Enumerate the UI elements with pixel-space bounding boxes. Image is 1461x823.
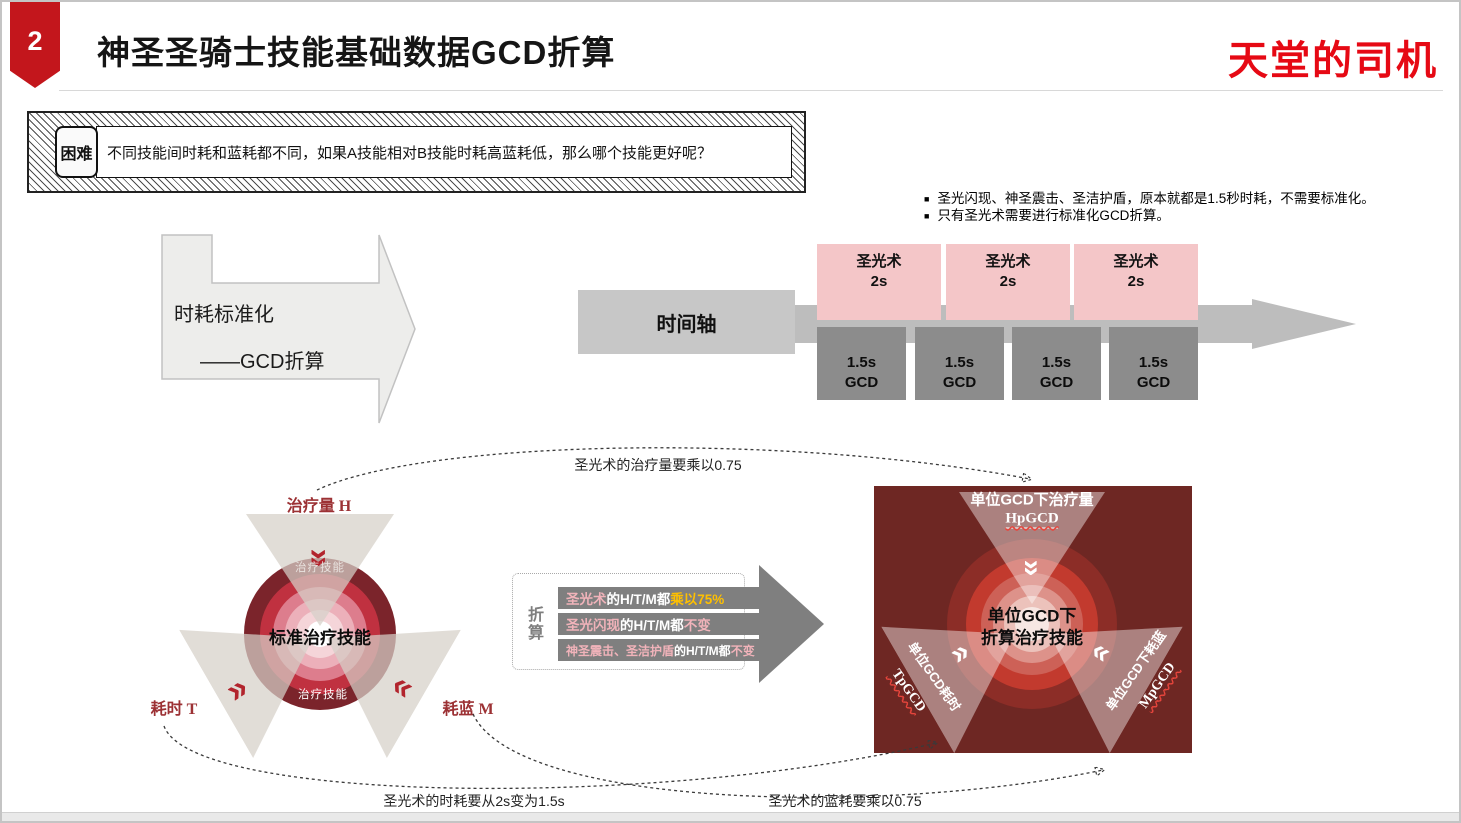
annotation-mana: 圣光术的蓝耗要乘以0.75: [768, 793, 922, 809]
hpgcd-title: 单位GCD下治疗量: [970, 491, 1094, 509]
note-item: ■ 只有圣光术需要进行标准化GCD折算。: [924, 208, 1454, 224]
sector-label-top: 治疗技能: [295, 562, 345, 574]
spell-block: 圣光术 2s: [946, 244, 1070, 320]
gcd-block: 1.5s GCD: [915, 327, 1004, 400]
gcd-duration: 1.5s: [1138, 354, 1169, 371]
conversion-rule: 神圣震击、圣洁护盾的H/T/M都不变: [558, 639, 772, 661]
gcd-duration: 1.5s: [846, 354, 877, 371]
timeline-arrowhead-icon: [1252, 299, 1356, 349]
annotation-cast-time: 圣光术的时耗要从2s变为1.5s: [383, 793, 565, 809]
hpgcd-abbr: HpGCD: [1005, 510, 1059, 529]
rule-middle: 的H/T/M都: [620, 618, 684, 633]
left-diagram-center-label: 标准治疗技能: [269, 628, 371, 648]
gcd-block: 1.5s GCD: [1012, 327, 1101, 400]
bullet-icon: ■: [924, 194, 930, 204]
sector-label-bottom: 治疗技能: [298, 689, 348, 701]
spell-duration: 2s: [999, 273, 1017, 290]
difficulty-question: 不同技能间时耗和蓝耗都不同，如果A技能相对B技能时耗高蓝耗低，那么哪个技能更好呢…: [96, 126, 792, 178]
slide-bottom-edge: [2, 812, 1459, 821]
brand-logo: 天堂的司机: [1228, 39, 1438, 83]
right-diagram-ring: [1015, 607, 1049, 641]
conversion-rule: 圣光术的H/T/M都乘以75%: [558, 587, 772, 609]
chevron-down-icon: »: [1016, 559, 1049, 577]
spell-block: 圣光术 2s: [1074, 244, 1198, 320]
right-diagram-center-line1: 单位GCD下: [987, 606, 1077, 626]
cast-time-label: 耗时 T: [150, 701, 198, 718]
rule-middle: 的H/T/M都: [674, 643, 731, 658]
healing-amount-label: 治疗量 H: [286, 498, 352, 515]
spell-name: 圣光术: [856, 253, 902, 270]
timeline-axis-box: 时间轴: [578, 290, 795, 354]
annotation-healing: 圣光术的治疗量要乘以0.75: [574, 457, 742, 473]
difficulty-label: 困难: [55, 126, 98, 178]
gcd-label: GCD: [1136, 374, 1171, 391]
spell-name: 圣光术: [985, 253, 1031, 270]
gcd-label: GCD: [844, 374, 879, 391]
mana-cost-label: 耗蓝 M: [442, 701, 494, 718]
bullet-icon: ■: [924, 211, 930, 221]
note-text: 只有圣光术需要进行标准化GCD折算。: [937, 208, 1170, 223]
page-number-badge: 2: [10, 2, 60, 88]
rule-result: 乘以75%: [670, 592, 725, 607]
rule-skill: 圣光闪现: [566, 618, 620, 633]
rule-middle: 的H/T/M都: [606, 592, 671, 607]
rule-result: 不变: [730, 643, 755, 658]
spell-block: 圣光术 2s: [817, 244, 941, 320]
rule-skill: 圣光术: [566, 592, 607, 607]
note-item: ■ 圣光闪现、神圣震击、圣洁护盾，原本就都是1.5秒时耗，不需要标准化。: [924, 191, 1454, 207]
page-title: 神圣圣骑士技能基础数据GCD折算: [97, 34, 616, 71]
standardize-arrow-shape: [161, 234, 416, 424]
rule-skill: 神圣震击、圣洁护盾: [566, 643, 675, 658]
spell-name: 圣光术: [1113, 253, 1159, 270]
spell-duration: 2s: [870, 273, 888, 290]
conversion-label: 折算: [527, 607, 544, 642]
arrow-cast-time: [163, 725, 936, 790]
right-diagram-center-line2: 折算治疗技能: [981, 628, 1083, 648]
gcd-block: 1.5s GCD: [1109, 327, 1198, 400]
gcd-label: GCD: [942, 374, 977, 391]
gcd-duration: 1.5s: [944, 354, 975, 371]
gcd-duration: 1.5s: [1041, 354, 1072, 371]
gcd-block: 1.5s GCD: [817, 327, 906, 400]
header-divider: [59, 90, 1443, 91]
hpgcd-text: HpGCD: [1005, 510, 1059, 529]
spell-duration: 2s: [1127, 273, 1145, 290]
note-text: 圣光闪现、神圣震击、圣洁护盾，原本就都是1.5秒时耗，不需要标准化。: [937, 191, 1375, 206]
standardize-arrow-label-line2: ——GCD折算: [200, 351, 325, 373]
standardize-arrow-label-line1: 时耗标准化: [174, 304, 274, 326]
rule-result: 不变: [683, 618, 711, 633]
gcd-label: GCD: [1039, 374, 1074, 391]
conversion-rule: 圣光闪现的H/T/M都不变: [558, 613, 802, 635]
